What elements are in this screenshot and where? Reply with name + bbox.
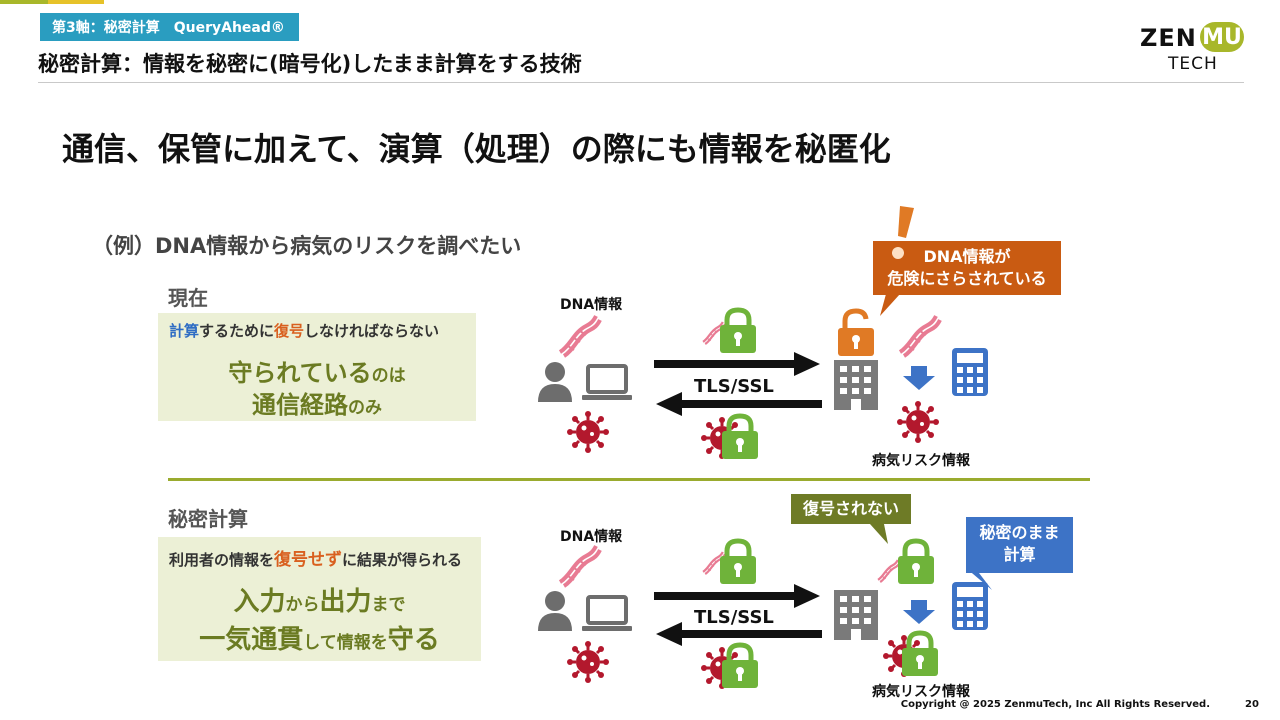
laptop-icon bbox=[580, 595, 634, 633]
end-to-end-word: 一気通貫 bbox=[199, 625, 304, 655]
protected-suffix: のは bbox=[371, 366, 406, 386]
output-word: 出力 bbox=[319, 587, 372, 617]
current-section-label: 現在 bbox=[168, 286, 208, 310]
slide-headline: 通信、保管に加えて、演算（処理）の際にも情報を秘匿化 bbox=[62, 130, 891, 168]
caption-compute-word: 計算 bbox=[169, 322, 200, 340]
secure-risk-label: 病気リスク情報 bbox=[872, 684, 970, 700]
current-dna-label: DNA情報 bbox=[560, 297, 623, 313]
server-building-icon bbox=[834, 360, 878, 410]
danger-callout: DNA情報が 危険にさらされている bbox=[873, 241, 1061, 295]
down-arrow-icon bbox=[903, 366, 935, 390]
secure-info-box: 利用者の情報を復号せずに結果が得られる 入力から出力まで 一気通貫して情報を守る bbox=[158, 537, 481, 661]
logo-zen-text: ZEN bbox=[1140, 24, 1197, 52]
secret-callout-line2: 計算 bbox=[1003, 545, 1036, 564]
dna-icon bbox=[876, 558, 902, 584]
virus-icon bbox=[565, 409, 611, 455]
person-icon bbox=[538, 591, 572, 631]
example-heading: （例）DNA情報から病気のリスクを調べたい bbox=[92, 234, 522, 258]
info-word: して情報を bbox=[303, 633, 388, 653]
unlocked-icon bbox=[838, 311, 874, 356]
secret-compute-callout: 秘密のまま 計算 bbox=[966, 517, 1073, 573]
arrow-right-icon bbox=[654, 352, 820, 376]
calculator-icon bbox=[952, 348, 988, 396]
channel-suffix: のみ bbox=[348, 398, 382, 418]
caption-text-a: するために bbox=[199, 322, 275, 340]
exclamation-icon bbox=[892, 206, 914, 259]
danger-callout-line1: DNA情報が bbox=[923, 247, 1011, 266]
virus-icon bbox=[895, 399, 941, 445]
no-decrypt-callout: 復号されない bbox=[791, 494, 911, 524]
lock-icon bbox=[722, 416, 758, 459]
secure-tls-label: TLS/SSL bbox=[694, 607, 774, 628]
current-box-line1: 守られているのは bbox=[158, 353, 476, 388]
server-building-icon bbox=[834, 590, 878, 640]
lock-icon bbox=[722, 645, 758, 688]
logo-tech-text: TECH bbox=[1168, 54, 1218, 74]
secure-caption-a: 利用者の情報を bbox=[169, 551, 275, 569]
person-icon bbox=[538, 362, 572, 402]
protect-word: 守る bbox=[387, 625, 440, 655]
down-arrow-icon bbox=[903, 600, 935, 624]
dna-icon bbox=[898, 314, 942, 358]
header-divider bbox=[38, 82, 1244, 83]
lock-icon bbox=[898, 541, 934, 584]
top-accent-yellow bbox=[48, 0, 104, 4]
protected-word: 守られている bbox=[228, 359, 372, 387]
green-callout-tail bbox=[870, 524, 888, 544]
slide-subtitle: 秘密計算：情報を秘密に(暗号化)したまま計算をする技術 bbox=[38, 52, 582, 76]
top-accent-green bbox=[0, 0, 48, 4]
calculator-icon bbox=[952, 582, 988, 630]
current-risk-label: 病気リスク情報 bbox=[872, 453, 970, 469]
section-divider bbox=[168, 478, 1090, 481]
current-box-line2: 通信経路のみ bbox=[158, 385, 476, 420]
arrow-left-icon bbox=[656, 622, 822, 646]
caption-decrypt-word: 復号 bbox=[274, 322, 305, 340]
secure-dna-label: DNA情報 bbox=[560, 529, 623, 545]
virus-icon bbox=[565, 639, 611, 685]
lock-icon bbox=[902, 633, 938, 676]
secret-callout-line1: 秘密のまま bbox=[979, 523, 1060, 542]
callout-tail bbox=[880, 294, 900, 316]
channel-word: 通信経路 bbox=[252, 391, 348, 419]
copyright-text: Copyright @ 2025 ZenmuTech, Inc All Righ… bbox=[900, 699, 1210, 710]
logo-mu-badge: MU bbox=[1200, 22, 1244, 52]
until-word: まで bbox=[371, 595, 406, 615]
secure-caption-b: に結果が得られる bbox=[342, 551, 463, 569]
page-number: 20 bbox=[1245, 699, 1259, 710]
input-word: 入力 bbox=[233, 587, 286, 617]
dna-icon bbox=[558, 544, 602, 588]
secure-box-line2: 一気通貫して情報を守る bbox=[158, 619, 481, 656]
lock-icon bbox=[720, 541, 756, 584]
secure-section-label: 秘密計算 bbox=[168, 507, 248, 531]
from-word: から bbox=[285, 595, 320, 615]
arrow-left-icon bbox=[656, 392, 822, 416]
current-info-box: 計算するために復号しなければならない 守られているのは 通信経路のみ bbox=[158, 313, 476, 421]
blue-callout-tail bbox=[966, 556, 992, 590]
laptop-icon bbox=[580, 364, 634, 402]
danger-callout-line2: 危険にさらされている bbox=[887, 269, 1047, 288]
caption-text-b: しなければならない bbox=[304, 322, 440, 340]
secure-caption-nodecrypt: 復号せず bbox=[274, 550, 343, 570]
current-tls-label: TLS/SSL bbox=[694, 376, 774, 397]
section-tag: 第3軸：秘密計算 QueryAhead® bbox=[40, 13, 299, 41]
arrow-right-icon bbox=[654, 584, 820, 608]
company-logo: ZEN MU TECH bbox=[1140, 22, 1250, 76]
dna-icon bbox=[558, 314, 602, 358]
lock-icon bbox=[720, 310, 756, 353]
secure-box-line1: 入力から出力まで bbox=[158, 581, 481, 618]
secure-box-caption: 利用者の情報を復号せずに結果が得られる bbox=[169, 545, 462, 570]
current-box-caption: 計算するために復号しなければならない bbox=[169, 320, 439, 341]
